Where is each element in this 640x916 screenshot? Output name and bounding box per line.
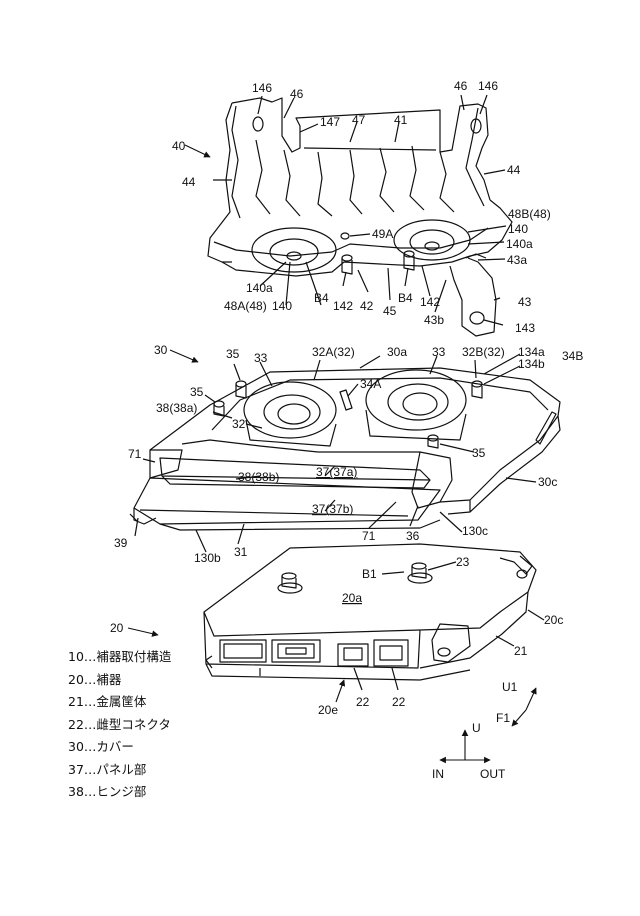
label-146-right: 146 — [478, 79, 498, 93]
reference-legend: 10…補器取付構造 20…補器 21…金属筐体 22…雌型コネクタ 30…カバー… — [68, 646, 171, 804]
label-32: 32 — [232, 417, 246, 431]
label-34A: 34A — [360, 377, 381, 391]
label-33-right: 33 — [432, 345, 446, 359]
label-B4-right: B4 — [398, 291, 413, 305]
bracket-40 — [207, 94, 513, 337]
direction-indicator-u-in-out — [439, 729, 491, 764]
direction-labels: U1 F1 U IN OUT — [432, 680, 518, 781]
label-35-right: 35 — [472, 446, 486, 460]
label-OUT: OUT — [480, 767, 506, 781]
label-134b: 134b — [518, 357, 545, 371]
label-42: 42 — [360, 299, 374, 313]
label-147: 147 — [320, 115, 340, 129]
label-35-top: 35 — [226, 347, 240, 361]
legend-item: 30…カバー — [68, 739, 134, 754]
label-146-left: 146 — [252, 81, 272, 95]
label-48B: 48B(48) — [508, 207, 551, 221]
label-32B: 32B(32) — [462, 345, 505, 359]
label-33-left: 33 — [254, 351, 268, 365]
label-37b: 37(37b) — [312, 502, 353, 516]
label-B1: B1 — [362, 567, 377, 581]
label-47: 47 — [352, 113, 366, 127]
label-40: 40 — [172, 139, 186, 153]
label-37a: 37(37a) — [316, 465, 357, 479]
device-20 — [203, 543, 545, 691]
label-44-right: 44 — [507, 163, 521, 177]
label-48A: 48A(48) — [224, 299, 267, 313]
label-140-right: 140 — [508, 222, 528, 236]
label-130c: 130c — [462, 524, 488, 538]
label-23: 23 — [456, 555, 470, 569]
label-U: U — [472, 721, 481, 735]
label-46-right: 46 — [454, 79, 468, 93]
label-134a: 134a — [518, 345, 545, 359]
label-IN: IN — [432, 767, 444, 781]
label-41: 41 — [394, 113, 408, 127]
label-71-bottom: 71 — [362, 529, 376, 543]
legend-item: 10…補器取付構造 — [68, 649, 172, 664]
label-142-left: 142 — [333, 299, 353, 313]
label-21: 21 — [514, 644, 528, 658]
bracket-labels: 40 146 46 46 146 147 47 41 44 44 48B(48)… — [172, 79, 551, 335]
label-142-right: 142 — [420, 295, 440, 309]
bracket-leader-arrow — [184, 144, 211, 158]
label-20c: 20c — [544, 613, 563, 627]
label-30: 30 — [154, 343, 168, 357]
label-45: 45 — [383, 304, 397, 318]
legend-item: 20…補器 — [68, 671, 122, 687]
label-22-right: 22 — [392, 695, 406, 709]
label-143: 143 — [515, 321, 535, 335]
label-43: 43 — [518, 295, 532, 309]
label-43b: 43b — [424, 313, 444, 327]
label-20: 20 — [110, 621, 124, 635]
label-71-left: 71 — [128, 447, 142, 461]
label-32A: 32A(32) — [312, 345, 355, 359]
label-B4-left: B4 — [314, 291, 329, 305]
label-30a: 30a — [387, 345, 407, 359]
label-U1: U1 — [502, 680, 518, 694]
label-20e: 20e — [318, 703, 338, 717]
cover-labels: 30 35 33 32A(32) 30a 33 32B(32) 134a 134… — [114, 343, 583, 565]
cover-30 — [129, 353, 561, 553]
label-140-left: 140 — [272, 299, 292, 313]
cover-leader-arrow — [169, 349, 199, 363]
label-43a: 43a — [507, 253, 527, 267]
label-20a: 20a — [342, 591, 362, 605]
label-140a-left: 140a — [246, 281, 273, 295]
label-44-left: 44 — [182, 175, 196, 189]
label-49A: 49A — [372, 227, 393, 241]
device-labels: 20 23 B1 20a 20c 21 22 22 20e — [110, 555, 563, 717]
label-30c: 30c — [538, 475, 557, 489]
label-46-left: 46 — [290, 87, 304, 101]
direction-indicator-u1-f1 — [511, 687, 537, 727]
label-130b: 130b — [194, 551, 221, 565]
legend-item: 37…パネル部 — [68, 761, 147, 777]
label-38b: 38(38b) — [238, 470, 279, 484]
label-35-left: 35 — [190, 385, 204, 399]
label-36: 36 — [406, 529, 420, 543]
label-22-left: 22 — [356, 695, 370, 709]
label-31: 31 — [234, 545, 248, 559]
label-39: 39 — [114, 536, 128, 550]
label-38: 38(38a) — [156, 401, 197, 415]
legend-item: 22…雌型コネクタ — [68, 716, 171, 732]
label-140a-right: 140a — [506, 237, 533, 251]
label-34B: 34B — [562, 349, 583, 363]
legend-item: 38…ヒンジ部 — [68, 784, 147, 799]
label-F1: F1 — [496, 711, 510, 725]
legend-item: 21…金属筐体 — [68, 694, 147, 709]
device-leader-arrows — [127, 627, 346, 703]
